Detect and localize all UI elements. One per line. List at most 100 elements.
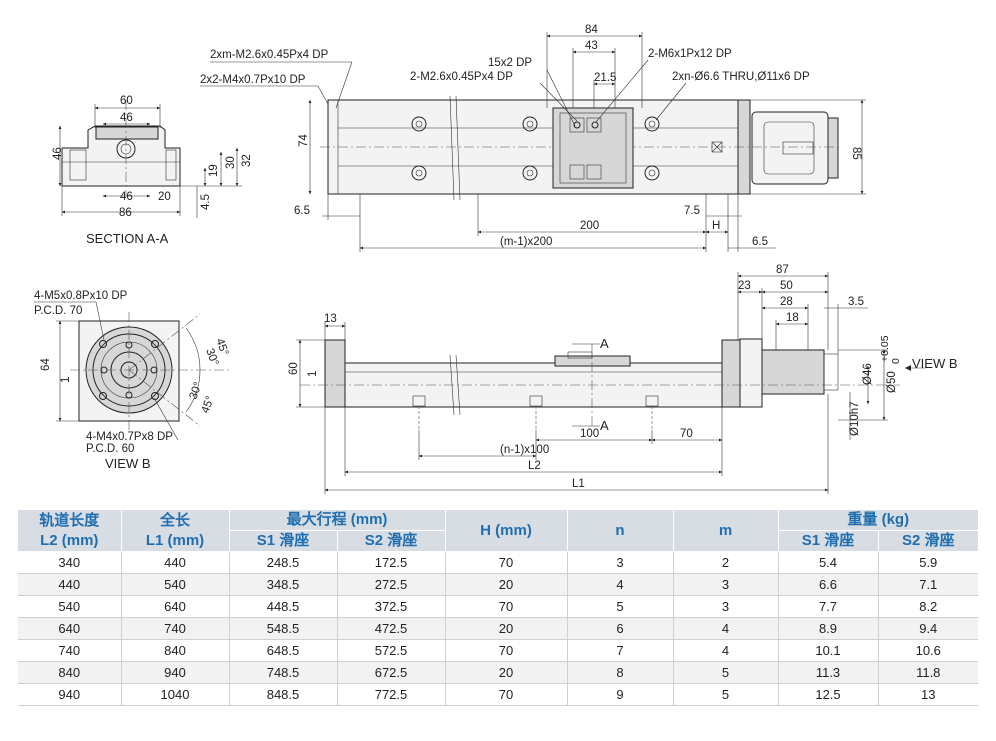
table-cell: 448.5 <box>229 595 338 618</box>
table-cell: 5 <box>567 595 674 618</box>
sec-dim-46-top: 46 <box>120 112 133 124</box>
view-b-callout-m5: 4-M5x0.8Px10 DP <box>34 290 128 302</box>
table-cell: 8.2 <box>878 595 979 618</box>
view-b-ang-45-top: 45° <box>213 337 230 357</box>
table-cell: 248.5 <box>229 551 338 574</box>
side-dim-87: 87 <box>776 264 789 276</box>
side-dim-28: 28 <box>780 296 793 308</box>
side-dim-60: 60 <box>288 362 300 375</box>
dim-74: 74 <box>298 134 310 147</box>
callout-m26-slider: 2-M2.6x0.45Px4 DP <box>410 71 513 83</box>
table-cell: 940 <box>18 683 122 706</box>
table-cell: 440 <box>121 551 230 574</box>
section-mark-a-bottom: A <box>600 418 609 433</box>
spec-table: 轨道长度 L2 (mm) 全长 L1 (mm) 最大行程 (mm) H (mm)… <box>18 510 979 706</box>
table-cell: 70 <box>445 551 568 574</box>
callout-m6: 2-M6x1Px12 DP <box>648 48 732 60</box>
sec-dim-86: 86 <box>119 207 132 219</box>
view-b-ang-30-top: 30° <box>203 347 220 367</box>
view-b-callout-m4: 4-M4x0.7Px8 DP <box>86 431 173 443</box>
sec-dim-19: 19 <box>208 164 220 177</box>
side-dim-l2: L2 <box>528 460 541 472</box>
table-cell: 5 <box>673 683 779 706</box>
table-cell: 4 <box>673 639 779 662</box>
table-cell: 13 <box>878 683 979 706</box>
dim-200: 200 <box>580 220 599 232</box>
sec-dim-32: 32 <box>241 154 253 167</box>
table-cell: 272.5 <box>337 573 446 596</box>
header-stroke-s1: S1 滑座 <box>229 530 338 552</box>
side-dim-n100: (n-1)x100 <box>500 444 549 456</box>
callout-m26-side: 2xm-M2.6x0.45Px4 DP <box>210 49 329 61</box>
dim-85: 85 <box>850 147 862 160</box>
side-view: A A 13 60 1 87 23 50 28 18 3.5 Ø46 Ø50 <box>288 264 958 494</box>
table-cell: 11.8 <box>878 661 979 684</box>
callout-thru: 2xn-Ø6.6 THRU,Ø11x6 DP <box>672 71 810 83</box>
dim-21-5: 21.5 <box>594 72 616 84</box>
table-cell: 840 <box>121 639 230 662</box>
side-dim-phi50: Ø50 <box>886 371 898 393</box>
table-cell: 340 <box>18 551 122 574</box>
side-tol-plus: +0.05 <box>879 335 891 362</box>
callout-m4: 2x2-M4x0.7Px10 DP <box>200 74 306 86</box>
dim-h: H <box>712 220 720 232</box>
table-cell: 7.7 <box>778 595 879 618</box>
table-cell: 372.5 <box>337 595 446 618</box>
sec-dim-46-left: 46 <box>52 147 64 160</box>
table-cell: 20 <box>445 617 568 640</box>
dim-7-5: 7.5 <box>684 205 700 217</box>
section-aa-title: SECTION A-A <box>86 231 169 246</box>
header-h: H (mm) <box>445 510 568 552</box>
table-cell: 4 <box>567 573 674 596</box>
table-cell: 70 <box>445 595 568 618</box>
table-cell: 3 <box>673 595 779 618</box>
table-cell: 70 <box>445 683 568 706</box>
header-max-stroke: 最大行程 (mm) <box>229 510 446 531</box>
table-cell: 11.3 <box>778 661 879 684</box>
dim-m200: (m-1)x200 <box>500 236 552 248</box>
table-cell: 20 <box>445 661 568 684</box>
view-b-ang-45-bottom: 45° <box>200 395 217 415</box>
side-dim-13: 13 <box>324 313 337 325</box>
table-cell: 20 <box>445 573 568 596</box>
table-cell: 640 <box>18 617 122 640</box>
table-cell: 5.9 <box>878 551 979 574</box>
side-dim-1: 1 <box>307 371 319 377</box>
table-cell: 6 <box>567 617 674 640</box>
table-cell: 5 <box>673 661 779 684</box>
table-cell: 12.5 <box>778 683 879 706</box>
table-cell: 440 <box>18 573 122 596</box>
table-cell: 848.5 <box>229 683 338 706</box>
side-dim-3-5: 3.5 <box>848 296 864 308</box>
table-cell: 740 <box>121 617 230 640</box>
side-dim-phi10: Ø10h7 <box>849 401 861 436</box>
sec-dim-20: 20 <box>158 191 171 203</box>
table-cell: 70 <box>445 639 568 662</box>
side-dim-phi46: Ø46 <box>862 363 874 385</box>
side-view-b-label: VIEW B <box>912 356 958 371</box>
side-dim-l1: L1 <box>572 478 585 490</box>
section-mark-a-top: A <box>600 336 609 351</box>
view-b-ang-30-bottom: 30° <box>188 381 205 401</box>
callout-15x2: 15x2 DP <box>488 57 532 69</box>
table-cell: 5.4 <box>778 551 879 574</box>
view-b-title: VIEW B <box>105 456 151 471</box>
table-cell: 8 <box>567 661 674 684</box>
side-dim-50: 50 <box>780 280 793 292</box>
table-cell: 3 <box>673 573 779 596</box>
table-cell: 7.1 <box>878 573 979 596</box>
table-cell: 772.5 <box>337 683 446 706</box>
table-cell: 6.6 <box>778 573 879 596</box>
table-cell: 548.5 <box>229 617 338 640</box>
table-cell: 640 <box>121 595 230 618</box>
table-cell: 10.1 <box>778 639 879 662</box>
table-cell: 9 <box>567 683 674 706</box>
table-cell: 540 <box>18 595 122 618</box>
header-total-length: 全长 L1 (mm) <box>121 510 230 552</box>
view-b: 4-M5x0.8Px10 DP P.C.D. 70 4-M4x0.7Px8 DP… <box>34 290 230 471</box>
